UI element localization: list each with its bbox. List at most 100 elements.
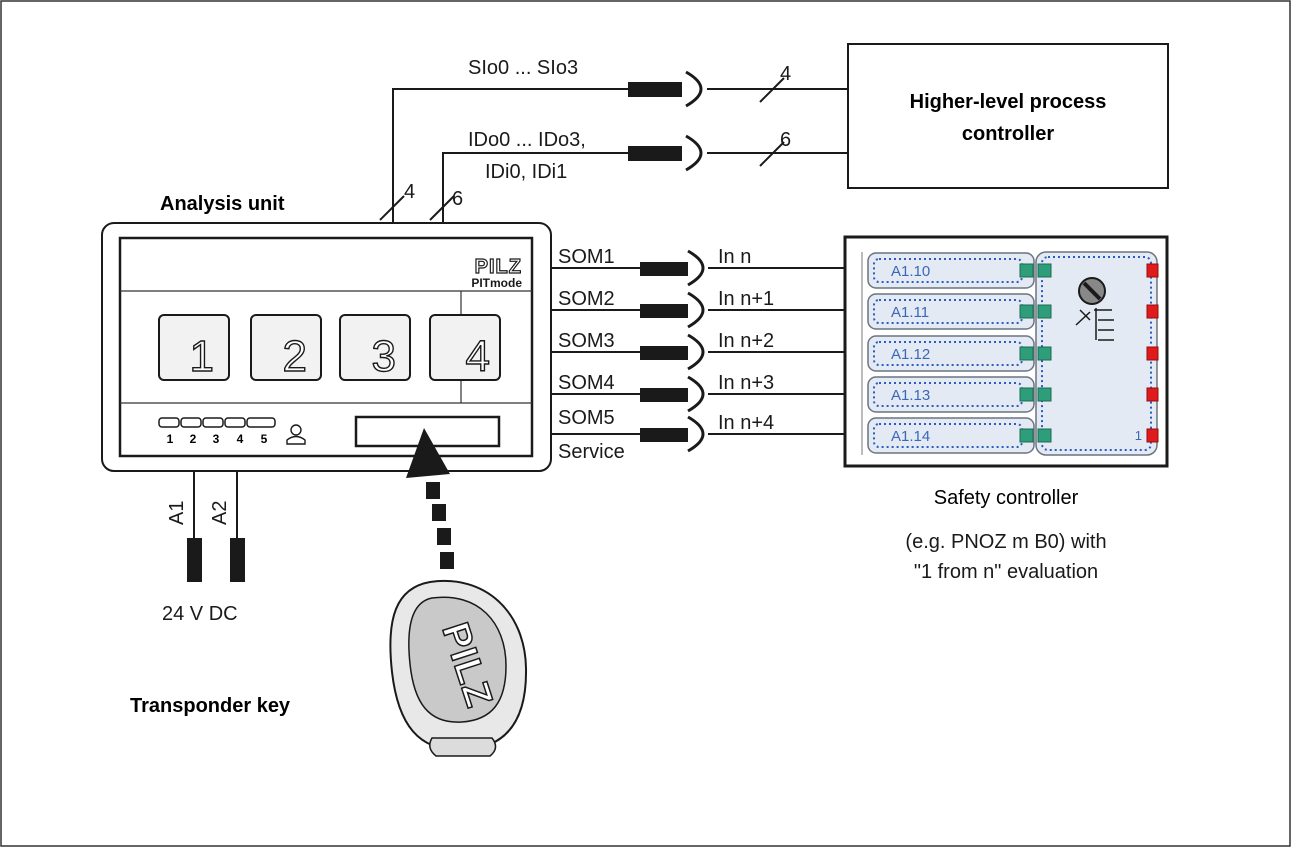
led-3: [202, 417, 224, 428]
som-label-4: SOM4: [558, 372, 615, 394]
mode-key-4-label: 4: [466, 332, 490, 381]
mode-key-group: 1 2 3 4: [158, 314, 501, 382]
supply-voltage-label: 24 V DC: [162, 603, 238, 625]
transponder-key-grip: [429, 737, 497, 757]
led-number-4: 4: [237, 432, 244, 446]
output-connector-1: [1146, 263, 1159, 278]
input-connector-3b: [1037, 346, 1052, 361]
input-connector-5b: [1037, 428, 1052, 443]
unit-brand-logo: PILZ: [475, 256, 522, 278]
insert-arrow: [406, 428, 454, 569]
led-1: [158, 417, 180, 428]
input-connector-3a: [1019, 346, 1034, 361]
output-connector-5: [1146, 428, 1159, 443]
user-icon: [286, 424, 306, 445]
input-module-1-frame: [873, 258, 1023, 283]
input-connectors: [1019, 263, 1052, 443]
som-socket-4: [687, 375, 705, 413]
input-module-4-frame: [873, 382, 1023, 407]
led-number-1: 1: [167, 432, 174, 446]
led-number-3: 3: [213, 432, 220, 446]
sio-count-tick: [759, 77, 785, 103]
mode-key-3[interactable]: [339, 314, 411, 381]
mode-key-2-label: 2: [283, 332, 307, 381]
som-socket-5: [687, 415, 705, 453]
input-module-2-frame: [873, 299, 1023, 324]
sio-wire-unit: [392, 88, 628, 238]
ido-count-tick: [759, 141, 785, 167]
input-module-4-label: A1.13: [891, 387, 930, 404]
ido-label-1: IDo0 ... IDo3,: [468, 129, 586, 151]
input-module-4: [867, 376, 1035, 413]
mode-key-2[interactable]: [250, 314, 322, 381]
safety-controller-title: Safety controller: [934, 487, 1079, 509]
input-connector-2b: [1037, 304, 1052, 319]
mode-key-1-label: 1: [190, 332, 214, 381]
process-controller-title-1: Higher-level process: [910, 91, 1107, 113]
analysis-unit-title: Analysis unit: [160, 193, 285, 215]
ido-plug: [628, 146, 682, 161]
supply-plug-a1: [187, 538, 202, 582]
safety-input-label-5: In n+4: [718, 412, 774, 434]
led-number-5: 5: [261, 432, 268, 446]
ido-label-2: IDi0, IDi1: [485, 161, 567, 183]
som-socket-2: [687, 291, 705, 329]
input-module-2-label: A1.11: [891, 304, 929, 321]
mode-key-3-label: 3: [372, 332, 396, 381]
led-5: [246, 417, 276, 428]
som-socket-1: [687, 249, 705, 287]
output-connector-3: [1146, 346, 1159, 361]
som-connections: SOM1 In n SOM2 In n+1 SOM3 In n+2 SOM4 I…: [551, 246, 845, 463]
som-plug-5: [640, 428, 688, 442]
selector-switch-icon: [1075, 277, 1114, 341]
safety-input-label-3: In n+2: [718, 330, 774, 352]
process-controller-title-2: controller: [962, 123, 1054, 145]
led-strip: 1 2 3 4 5: [158, 417, 276, 446]
safety-input-label-2: In n+1: [718, 288, 774, 310]
unit-model: PITmode: [471, 276, 522, 290]
safety-input-label-4: In n+3: [718, 372, 774, 394]
input-module-1-label: A1.10: [891, 263, 930, 280]
som-label-1: SOM1: [558, 246, 615, 268]
safety-controller-desc-2: "1 from n" evaluation: [914, 561, 1098, 583]
input-module-3-label: A1.12: [891, 346, 930, 363]
safety-controller-desc-1: (e.g. PNOZ m B0) with: [905, 531, 1106, 553]
function-block-number: 1: [1135, 428, 1142, 443]
output-connector-4: [1146, 387, 1159, 402]
ido-socket: [685, 134, 703, 172]
som-plug-2: [640, 304, 688, 318]
led-2: [180, 417, 202, 428]
input-connector-5a: [1019, 428, 1034, 443]
ido-unit-count: 6: [452, 188, 463, 210]
input-module-1: [867, 252, 1035, 289]
som-label-2: SOM2: [558, 288, 615, 310]
ido-wire-unit: [442, 152, 628, 238]
sio-count: 4: [780, 63, 791, 85]
input-connector-4b: [1037, 387, 1052, 402]
som-label-5: SOM5: [558, 407, 615, 429]
input-connector-2a: [1019, 304, 1034, 319]
sio-label: SIo0 ... SIo3: [468, 57, 578, 79]
terminal-a1-label: A1: [166, 501, 188, 525]
ido-count: 6: [780, 129, 791, 151]
output-connector-2: [1146, 304, 1159, 319]
som-plug-1: [640, 262, 688, 276]
input-module-3: [867, 335, 1035, 372]
input-module-5-label: A1.14: [891, 428, 930, 445]
led-number-2: 2: [190, 432, 197, 446]
mode-key-4[interactable]: [429, 314, 501, 381]
safety-input-label-1: In n: [718, 246, 751, 268]
transponder-key-label: Transponder key: [130, 695, 291, 717]
transponder-key-inner: [408, 596, 507, 723]
output-connectors: [1146, 263, 1159, 443]
input-module-3-frame: [873, 341, 1023, 366]
transponder-key[interactable]: PILZ: [389, 579, 528, 757]
input-connector-4a: [1019, 387, 1034, 402]
input-connector-1a: [1019, 263, 1034, 278]
led-4: [224, 417, 246, 428]
input-connector-1b: [1037, 263, 1052, 278]
sio-plug: [628, 82, 682, 97]
mode-key-1[interactable]: [158, 314, 230, 381]
som-socket-3: [687, 333, 705, 371]
sio-unit-tick: [379, 195, 405, 221]
